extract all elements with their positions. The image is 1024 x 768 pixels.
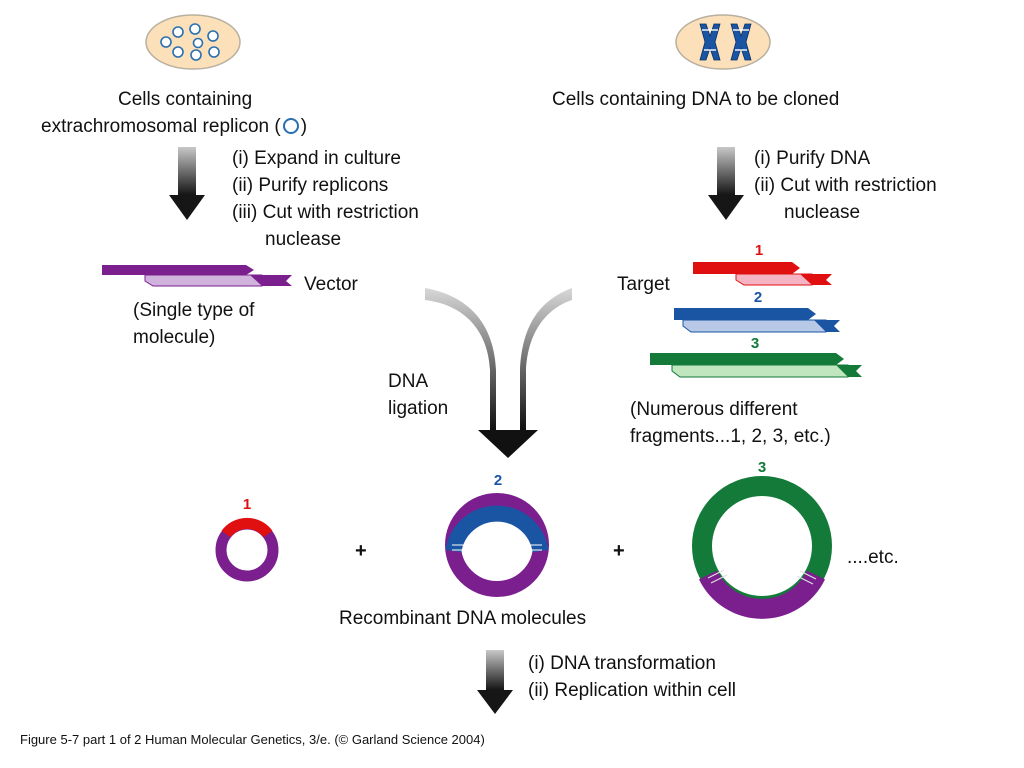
figure-caption: Figure 5-7 part 1 of 2 Human Molecular G… (20, 732, 485, 747)
replicon-cell-icon (145, 14, 241, 70)
ligation-label-line2: ligation (388, 398, 449, 419)
vector-note-line2: molecule) (133, 327, 216, 348)
vector-dna-fragment (102, 265, 292, 287)
plus-sign-1: + (355, 540, 367, 562)
vector-note: (Single type of molecule) (133, 297, 254, 351)
left-source-title-line1: Cells containing (118, 89, 253, 110)
fragment-label-3: 3 (750, 335, 760, 352)
plus-sign-2: + (613, 540, 625, 562)
fragments-note-line1: (Numerous different (630, 399, 798, 420)
right-down-arrow (708, 147, 744, 220)
product-label-2: 2 (493, 472, 503, 489)
target-label: Target (617, 274, 670, 295)
vector-label: Vector (304, 274, 358, 295)
target-fragment-1 (693, 262, 832, 286)
fragment-label-1: 1 (754, 242, 764, 259)
right-step-2: (ii) Cut with restriction (754, 175, 937, 196)
left-down-arrow (169, 147, 205, 220)
right-step-1: (i) Purify DNA (754, 148, 871, 169)
recombinant-plasmid-1 (215, 517, 279, 582)
replicon-circle-icon (282, 118, 299, 134)
target-fragment-2 (674, 308, 840, 333)
ligation-label-line1: DNA (388, 371, 429, 392)
left-source-title-line2-end: ) (300, 116, 308, 137)
left-step-4: nuclease (265, 229, 342, 250)
left-step-1: (i) Expand in culture (232, 148, 401, 169)
final-step-2: (ii) Replication within cell (528, 680, 737, 701)
right-source-title: Cells containing DNA to be cloned (552, 89, 840, 110)
product-label-1: 1 (242, 496, 252, 513)
left-step-2: (ii) Purify replicons (232, 175, 389, 196)
product-label-3: 3 (757, 459, 767, 476)
final-step-1: (i) DNA transformation (528, 653, 716, 674)
left-step-3: (iii) Cut with restriction (232, 202, 419, 223)
recombinant-title: Recombinant DNA molecules (339, 608, 587, 629)
left-steps: (i) Expand in culture (ii) Purify replic… (232, 145, 419, 253)
ligation-funnel-arrow (425, 288, 572, 458)
right-steps: (i) Purify DNA (ii) Cut with restriction… (754, 145, 937, 226)
fragments-note: (Numerous different fragments...1, 2, 3,… (630, 396, 831, 450)
vector-note-line1: (Single type of (133, 300, 255, 321)
chromosome-cell-icon (675, 14, 771, 70)
final-down-arrow (477, 650, 513, 714)
fragments-note-line2: fragments...1, 2, 3, etc.) (630, 426, 831, 447)
ligation-label: DNA ligation (388, 368, 448, 422)
etc-label: ....etc. (847, 547, 899, 568)
recombinant-plasmid-2 (445, 493, 549, 597)
fragment-label-2: 2 (753, 289, 763, 306)
target-fragment-3 (650, 353, 862, 378)
final-steps: (i) DNA transformation (ii) Replication … (528, 650, 736, 704)
right-step-3: nuclease (784, 202, 861, 223)
recombinant-plasmid-3 (692, 476, 832, 619)
left-source-title-line2-text: extrachromosomal replicon ( (41, 116, 281, 137)
left-source-title-line2: extrachromosomal replicon () (41, 113, 307, 140)
